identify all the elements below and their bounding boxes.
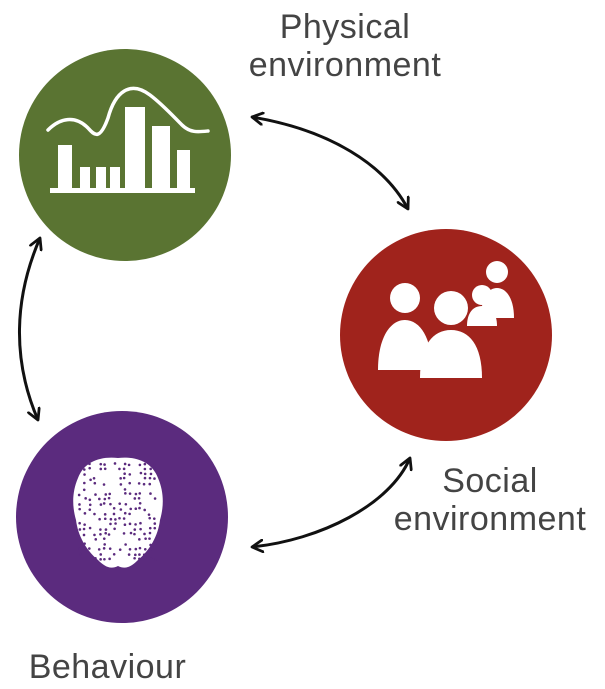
arrow-physical-behaviour bbox=[18, 238, 40, 420]
physical-label-line2: environment bbox=[248, 46, 442, 84]
behaviour-label-line1: Behaviour bbox=[28, 648, 187, 686]
brain-dots-icon bbox=[73, 457, 163, 568]
behaviour-label: Behaviour bbox=[0, 648, 215, 686]
bar-chart-icon bbox=[46, 86, 210, 193]
arrow-physical-social bbox=[252, 117, 408, 209]
physical-label: Physical environment bbox=[230, 8, 460, 84]
people-group-icon bbox=[378, 261, 514, 378]
social-node bbox=[340, 229, 552, 441]
social-label: Social environment bbox=[380, 462, 600, 538]
arrow-social-behaviour bbox=[252, 458, 410, 547]
physical-node bbox=[19, 49, 231, 261]
behaviour-node bbox=[16, 411, 228, 623]
physical-label-line1: Physical bbox=[279, 8, 411, 46]
social-label-line1: Social bbox=[442, 462, 538, 500]
social-label-line2: environment bbox=[393, 500, 587, 538]
